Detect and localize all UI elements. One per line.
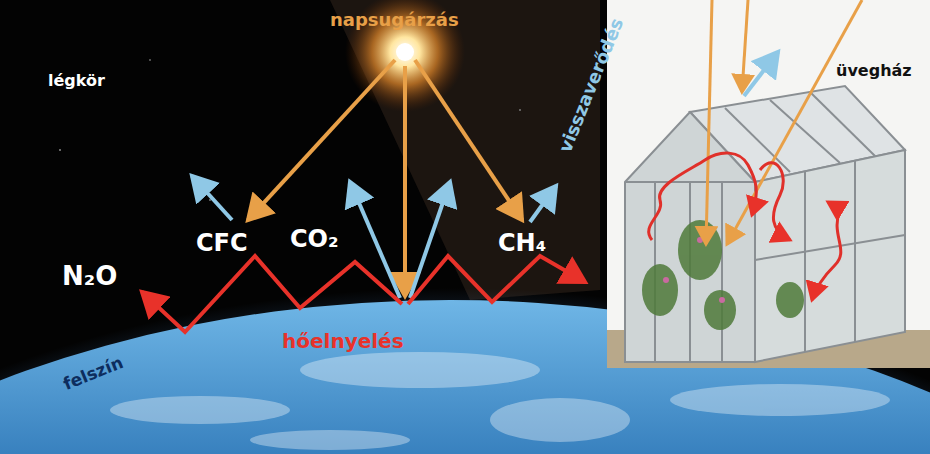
- region-label: felszín: [61, 353, 126, 395]
- region-label: légkör: [48, 72, 105, 90]
- gas-label: CFC: [196, 230, 248, 258]
- gas-label: CO₂: [290, 226, 339, 254]
- region-label: üvegház: [836, 62, 912, 80]
- process-label: visszaverődés: [555, 15, 628, 155]
- process-label: hőelnyelés: [282, 330, 404, 353]
- gas-label: N₂O: [62, 262, 117, 292]
- gas-label: CH₄: [498, 230, 546, 258]
- process-label: napsugárzás: [330, 10, 459, 31]
